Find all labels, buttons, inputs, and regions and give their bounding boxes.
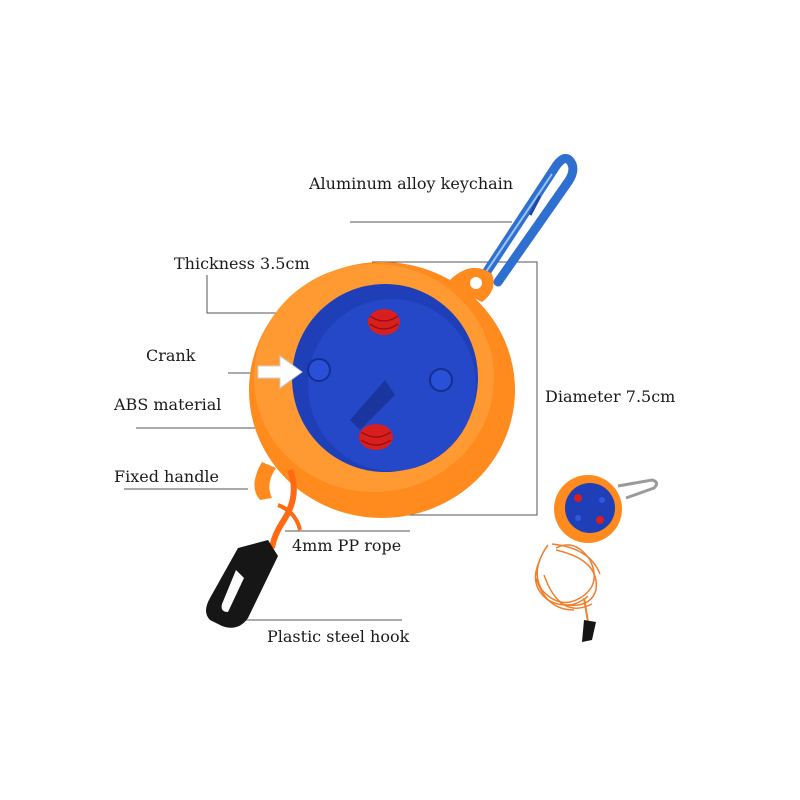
keychain-tab bbox=[446, 267, 494, 302]
leader-lines bbox=[124, 221, 538, 621]
tab-hole bbox=[470, 277, 482, 289]
pp-rope bbox=[269, 468, 297, 549]
label-plastic-hook: Plastic steel hook bbox=[267, 627, 410, 646]
knob-right bbox=[429, 368, 453, 392]
crank-knob bbox=[307, 358, 331, 382]
thickness-leader bbox=[206, 275, 285, 314]
face-emblem bbox=[350, 380, 395, 430]
label-diameter: Diameter 7.5cm bbox=[545, 387, 676, 406]
carabiner bbox=[475, 154, 578, 287]
rope-window-top bbox=[368, 309, 400, 335]
blue-face bbox=[308, 299, 476, 471]
label-keychain: Aluminum alloy keychain bbox=[309, 174, 514, 193]
label-crank: Crank bbox=[146, 346, 196, 365]
fixed-handle bbox=[254, 462, 276, 500]
plastic-hook bbox=[206, 540, 278, 628]
label-pp-rope: 4mm PP rope bbox=[292, 536, 402, 555]
label-fixed-handle: Fixed handle bbox=[114, 467, 220, 486]
crank-arrow-icon bbox=[257, 355, 303, 389]
label-thickness: Thickness 3.5cm bbox=[174, 254, 310, 273]
diameter-bracket bbox=[372, 261, 538, 516]
thumbnail-product bbox=[534, 475, 659, 642]
label-abs-material: ABS material bbox=[114, 395, 222, 414]
